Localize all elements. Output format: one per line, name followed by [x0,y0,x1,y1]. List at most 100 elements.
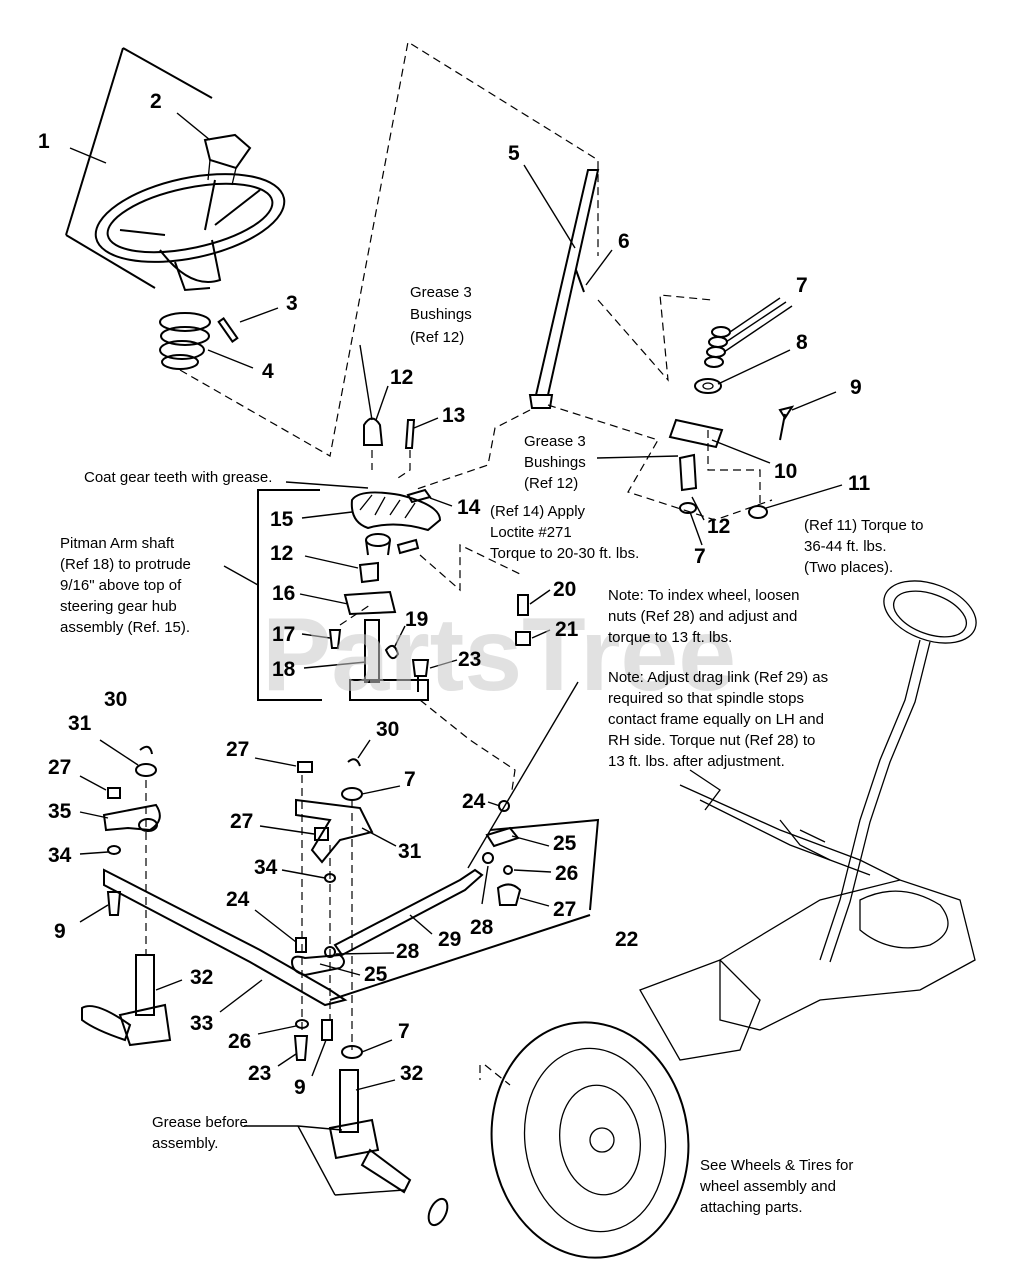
callout-30: 30 [104,688,127,711]
callout-17: 17 [272,623,295,646]
callout-2: 2 [150,90,162,113]
callout-23: 23 [248,1062,271,1085]
group-bracket [257,489,322,701]
note-pitman: Pitman Arm shaft (Ref 18) to protrude 9/… [60,535,195,636]
center-linkage-group [290,758,484,1227]
assembly-line [707,430,761,505]
callout-18: 18 [272,658,296,681]
callout-19: 19 [405,608,428,631]
steering-wheel-cap [203,133,252,186]
bolt-13 [404,419,416,449]
tie-rod-33 [103,868,348,1007]
callout-6: 6 [618,230,630,253]
assembly-line [301,775,353,1050]
note-drag-link: Note: Adjust drag link (Ref 29) as requi… [608,669,832,770]
plate-16 [343,590,397,616]
watermark: PartsTree [262,597,736,713]
callout-27: 27 [230,810,253,833]
callout-3: 3 [286,292,298,315]
bracket-line [65,234,156,289]
callout-32: 32 [400,1062,423,1085]
assembly-line [371,450,411,481]
callout-27: 27 [553,898,576,921]
steering-arm-31 [295,798,374,864]
steering-shaft-group [413,169,773,521]
leader-lines [69,112,843,1196]
callout-8: 8 [796,331,808,354]
bolt-23 [411,659,430,692]
note-grease-before-assembly: Grease before assembly. [152,1114,252,1152]
bushing-12-top [363,417,384,446]
assembly-line [179,41,599,457]
callout-34: 34 [254,856,278,879]
callout-21: 21 [555,618,579,641]
steering-adapter [159,312,211,370]
left-spindle-group [81,745,348,1047]
callout-25: 25 [553,832,577,855]
callout-7: 7 [796,274,808,297]
callout-16: 16 [272,582,295,605]
pin-20 [517,594,529,616]
nut-24 [295,937,307,953]
callout-28: 28 [396,940,420,963]
bracket-line [122,47,213,99]
callout-12: 12 [270,542,293,565]
assembly-line [597,294,713,382]
bolt-9 [106,891,122,916]
steering-arm-35 [102,803,161,832]
callout-13: 13 [442,404,465,427]
callout-15: 15 [270,508,294,531]
ball-joint-25 [290,953,345,977]
bushing-12-mid [358,561,379,584]
callout-numbers: 1 2 3 4 5 6 7 8 9 10 11 12 13 14 15 12 1… [38,90,871,1099]
callout-22: 22 [615,928,638,951]
screw-17 [328,629,342,649]
roll-pin [217,317,239,343]
clip-19 [384,644,400,660]
callout-24: 24 [462,790,486,813]
callout-31: 31 [68,712,92,735]
callout-12: 12 [707,515,730,538]
washer-lower [427,1197,449,1227]
note-grease-bushings-top: Grease 3 Bushings (Ref 12) [410,284,476,346]
callout-29: 29 [438,928,461,951]
callout-7: 7 [398,1020,410,1043]
callout-33: 33 [190,1012,213,1035]
nut-28-right [482,852,494,864]
callout-1: 1 [38,130,50,153]
callout-30: 30 [376,718,399,741]
callout-32: 32 [190,966,213,989]
callout-31: 31 [398,840,422,863]
nut-27-right [496,883,522,906]
screw-14-top [406,488,432,504]
callout-11: 11 [848,472,871,495]
callout-9: 9 [850,376,862,399]
callout-35: 35 [48,800,72,823]
callout-28: 28 [470,916,494,939]
spindle-32-right [328,1069,412,1194]
clip-30 [347,758,361,767]
clip-30 [139,745,153,755]
assembly-line [419,544,523,592]
note-index-wheel: Note: To index wheel, loosen nuts (Ref 2… [608,587,804,646]
steering-wheel-group [65,41,599,457]
callout-34: 34 [48,844,72,867]
nut-27 [107,787,121,799]
bushing-12 [678,453,698,492]
shaft-pin [575,269,585,293]
bracket-line [65,47,124,236]
washer-7 [679,502,697,514]
bracket-hardware [668,326,795,519]
spindle-32-left [81,954,172,1047]
screw-14-bottom [396,538,420,555]
assembly-line [547,404,773,521]
tractor-frame-sketch [639,580,977,1061]
steering-gear-15 [350,491,442,556]
nut-27-b [314,827,329,841]
callout-5: 5 [508,142,520,165]
assembly-line [413,409,531,491]
washer-8 [694,378,722,394]
notes: Grease 3 Bushings (Ref 12) Grease 3 Bush… [60,284,924,1216]
pitman-arm-18 [349,619,429,701]
